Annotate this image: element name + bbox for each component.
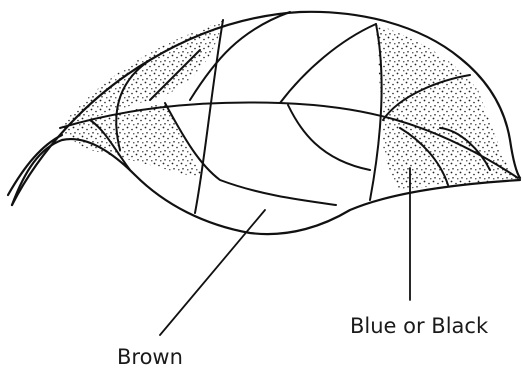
vein-5 xyxy=(370,24,382,200)
label-blue-black: Blue or Black xyxy=(350,314,489,338)
stippled-regions xyxy=(60,20,520,190)
vein-4 xyxy=(280,24,376,103)
pointer-brown xyxy=(160,210,265,335)
vein-6 xyxy=(288,105,370,170)
label-brown: Brown xyxy=(117,345,183,369)
